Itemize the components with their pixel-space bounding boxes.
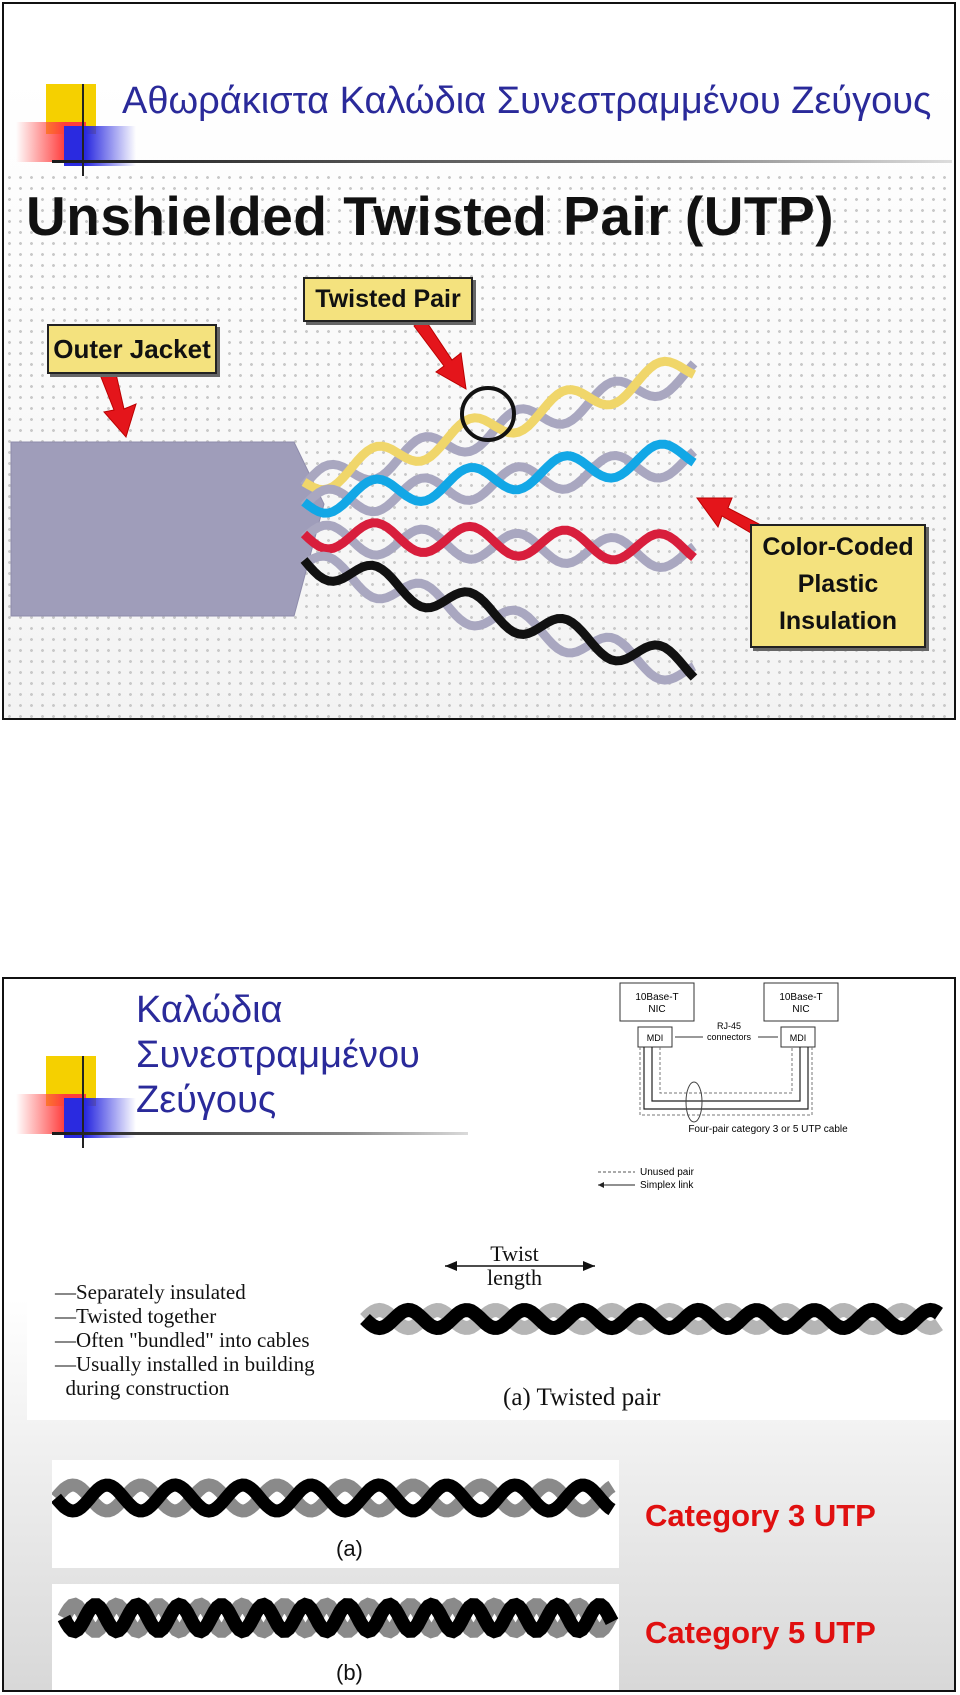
twist-cat5-strand-a (57, 1597, 619, 1639)
twisted-pair-figure: —Separately insulated —Twisted together … (27, 1222, 954, 1420)
twist-a-strand-a (360, 1302, 943, 1336)
slide-title: Αθωράκιστα Καλώδια Συνεστραμμένου Ζεύγου… (122, 80, 932, 122)
title-line-1: Καλώδια (136, 989, 283, 1031)
wire-red (300, 518, 697, 565)
category-3-label: Category 3 UTP (645, 1498, 876, 1533)
title-line-2: Συνεστραμμένου (136, 1034, 420, 1076)
twisted-pair-bullets: —Separately insulated —Twisted together … (55, 1280, 315, 1400)
utp-heading: Unshielded Twisted Pair (UTP) (26, 185, 835, 247)
category-3-image: (a) (52, 1460, 619, 1568)
cable-label: Four-pair category 3 or 5 UTP cable (688, 1124, 848, 1135)
bullet-3: —Often "bundled" into cables (55, 1328, 310, 1352)
twist-highlight-circle (460, 386, 516, 442)
slide-decoration-2 (16, 1056, 472, 1148)
wire-blue (301, 439, 697, 518)
mdi-left: MDI (647, 1033, 664, 1043)
utp-cable-illustration (10, 317, 760, 685)
cable-jacket (10, 441, 325, 617)
bullet-5: during construction (55, 1376, 230, 1400)
twist-length-label: Twist length (487, 1241, 542, 1290)
slide-utp-overview: Αθωράκιστα Καλώδια Συνεστραμμένου Ζεύγου… (2, 2, 956, 720)
legend-unused: Unused pair (640, 1167, 695, 1178)
category-a-caption: (a) (336, 1536, 363, 1561)
bullet-4: —Usually installed in building (55, 1352, 315, 1376)
label-color-coded-insulation: Color-Coded Plastic Insulation (750, 524, 926, 648)
twist-cat3-strand-a (52, 1478, 616, 1518)
legend-simplex: Simplex link (640, 1180, 694, 1191)
title-line-3: Ζεύγους (136, 1079, 277, 1121)
bullet-2: —Twisted together (55, 1304, 217, 1328)
slide-decoration (16, 84, 952, 176)
label-insulation-line3: Insulation (778, 607, 898, 635)
label-insulation-line1: Color-Coded (762, 533, 914, 561)
twist-cat3-strand-b (52, 1478, 616, 1518)
bullet-1: —Separately insulated (55, 1280, 246, 1304)
category-b-caption: (b) (336, 1660, 363, 1685)
label-insulation-line2: Plastic (797, 570, 879, 598)
category-5-image: (b) (52, 1584, 619, 1690)
category-5-label: Category 5 UTP (645, 1615, 876, 1650)
wire-yellow (301, 356, 697, 495)
label-twisted-pair: Twisted Pair (303, 277, 473, 322)
arrow-outer-jacket (98, 364, 137, 439)
twisted-pair-caption: (a) Twisted pair (503, 1384, 661, 1411)
wire-black (300, 557, 698, 681)
twist-length-arrow (360, 1261, 943, 1336)
arrow-twisted-pair (413, 317, 467, 390)
slide-title-2: Καλώδια Συνεστραμμένου Ζεύγους (136, 988, 420, 1123)
mdi-right: MDI (790, 1033, 807, 1043)
label-outer-jacket: Outer Jacket (47, 324, 217, 374)
